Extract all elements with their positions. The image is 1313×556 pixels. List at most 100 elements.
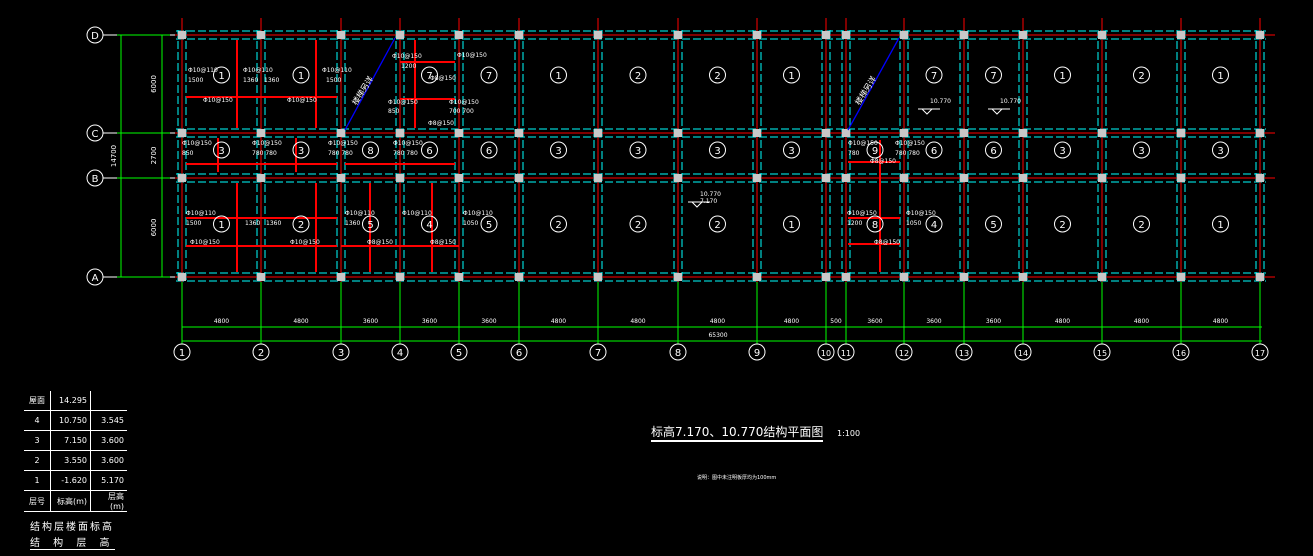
- rebar-label: 780 780: [895, 150, 920, 157]
- column: [1019, 273, 1027, 281]
- rebar-label: 780: [848, 150, 860, 157]
- column: [396, 273, 404, 281]
- slab-panel-marker: [1133, 66, 1150, 84]
- rebar-label: 1360: [345, 220, 360, 227]
- rebar-label: 700 700: [449, 108, 474, 115]
- column: [753, 174, 761, 182]
- table-cell: 屋面: [24, 391, 51, 411]
- axis-label-14: 14: [1018, 349, 1028, 358]
- slab-panel-marker: [292, 215, 310, 233]
- column: [337, 174, 345, 182]
- column: [822, 129, 830, 137]
- slab-panel-marker: [1133, 141, 1150, 159]
- axis-label-11: 11: [841, 349, 851, 358]
- rebar-label: Φ10@150: [457, 52, 487, 59]
- axis-bubble: [895, 343, 913, 361]
- column: [753, 129, 761, 137]
- slab-panel-marker: [292, 141, 310, 159]
- elevation-mark: 10.770: [930, 98, 951, 105]
- slab-panel-label: 3: [714, 146, 720, 157]
- slab-panel-marker: [480, 215, 498, 233]
- slab-panel-marker: [985, 141, 1002, 159]
- slab-panel-label: 3: [1138, 146, 1144, 157]
- column: [674, 174, 682, 182]
- axis-label-1: 1: [179, 348, 185, 359]
- table-cell: -1.620: [50, 470, 91, 491]
- column: [1019, 31, 1027, 39]
- axis-bubble: [391, 343, 409, 361]
- column: [178, 31, 186, 39]
- rebar-label: 780 780: [328, 150, 353, 157]
- slab-panel-label: 1: [1059, 71, 1065, 82]
- column: [900, 129, 908, 137]
- stair-note: 楼梯另详: [350, 74, 375, 106]
- column: [1177, 273, 1185, 281]
- column: [753, 31, 761, 39]
- slab-panel-label: 2: [635, 71, 641, 82]
- rebar-label: Φ10@150: [848, 140, 878, 147]
- rebar-label: 1500: [188, 77, 203, 84]
- column: [1019, 174, 1027, 182]
- slab-panel-label: 5: [486, 220, 492, 231]
- axis-label-2: 2: [258, 348, 264, 359]
- column: [674, 129, 682, 137]
- dimension-label: 4800: [214, 318, 229, 325]
- rebar-label: Φ10@110: [402, 210, 432, 217]
- slab-panel-label: 2: [298, 220, 304, 231]
- slab-panel-marker: [1054, 141, 1071, 159]
- slab-panel-marker: [709, 66, 726, 84]
- drawing-title: 标高7.170、10.770结构平面图: [651, 425, 824, 442]
- slab-panel-marker: [1212, 66, 1229, 84]
- column: [1256, 273, 1264, 281]
- column: [900, 273, 908, 281]
- axis-label-17: 17: [1255, 349, 1265, 358]
- column: [1098, 129, 1106, 137]
- rebar-label: Φ10@150: [906, 210, 936, 217]
- rebar-label: 850: [388, 108, 400, 115]
- axis-bubble: [510, 343, 528, 361]
- dimension-label: 4800: [710, 318, 725, 325]
- column: [822, 273, 830, 281]
- rebar-label: 1500: [186, 220, 201, 227]
- rebar-label: Φ10@150: [287, 97, 317, 104]
- table-cell: 3.550: [50, 450, 91, 471]
- axis-label-6: 6: [516, 348, 522, 359]
- slab-panel-marker: [421, 215, 438, 233]
- column: [960, 129, 968, 137]
- slab-panel-label: 1: [218, 220, 224, 231]
- column: [753, 273, 761, 281]
- table-caption-elevation: 结构层楼面标高: [30, 522, 114, 533]
- stair-line: [847, 37, 900, 131]
- slab-panel-marker: [213, 66, 230, 84]
- slab-panel-label: 6: [990, 146, 996, 157]
- rebar-label: Φ10@150: [392, 53, 422, 60]
- axis-label-15: 15: [1097, 349, 1107, 358]
- table-cell: 标高(m): [50, 490, 91, 512]
- slab-panel-label: 2: [1138, 71, 1144, 82]
- axis-bubble: [450, 343, 468, 361]
- column: [515, 129, 523, 137]
- slab-panel-marker: [629, 141, 647, 159]
- slab-panel-marker: [1054, 215, 1071, 233]
- elevation-mark: 10.770: [1000, 98, 1021, 105]
- dimension-label: 3600: [422, 318, 437, 325]
- rebar-label: Φ10@110: [463, 210, 493, 217]
- rebar-label: 1360: [243, 77, 258, 84]
- slab-panel-marker: [550, 215, 567, 233]
- axis-bubble: [332, 343, 350, 361]
- slab-panel-marker: [709, 141, 726, 159]
- slab-panel-marker: [866, 215, 884, 233]
- slab-panel-marker: [550, 141, 567, 159]
- axis-bubble: [86, 169, 104, 187]
- slab-panel-label: 7: [426, 71, 432, 82]
- axis-bubble: [1251, 343, 1269, 361]
- column: [257, 31, 265, 39]
- slab-panel-label: 2: [635, 220, 641, 231]
- slab-panel-label: 2: [1138, 220, 1144, 231]
- rebar-label: Φ10@110: [188, 67, 218, 74]
- slab-panel-label: 9: [872, 146, 878, 157]
- dimension-total: 14700: [110, 145, 118, 167]
- stair-note: 楼梯另详: [853, 74, 878, 106]
